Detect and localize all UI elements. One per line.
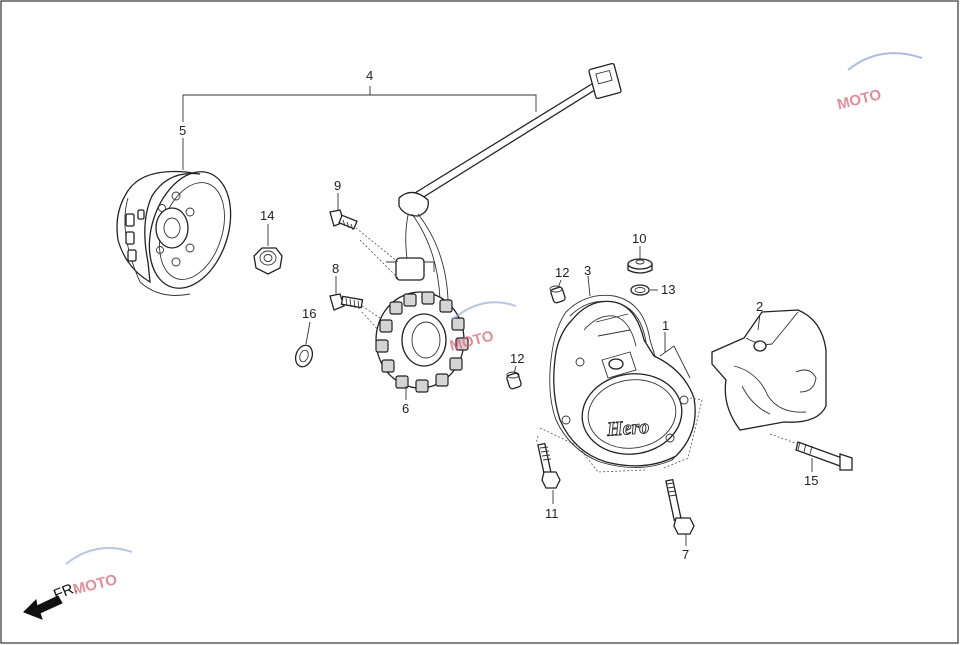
callout-12-upper: 12 bbox=[555, 265, 569, 280]
callout-6: 6 bbox=[402, 401, 409, 416]
callout-15: 15 bbox=[804, 473, 818, 488]
part-12-dowel-pin-lower bbox=[506, 371, 522, 390]
front-arrow-icon bbox=[23, 595, 63, 620]
part-1-crankcase-cover: Hero bbox=[553, 300, 696, 467]
part-13-o-ring bbox=[630, 284, 650, 296]
callout-16: 16 bbox=[302, 306, 316, 321]
callout-11: 11 bbox=[545, 506, 559, 521]
part-11-bolt bbox=[537, 442, 561, 489]
svg-text:MOTO: MOTO bbox=[71, 571, 119, 598]
part-8-bolt bbox=[329, 293, 364, 311]
part-2-sprocket-cover bbox=[711, 309, 827, 431]
callout-1: 1 bbox=[662, 318, 669, 333]
callout-4: 4 bbox=[366, 68, 373, 83]
part-12-dowel-pin-upper bbox=[549, 285, 566, 304]
callout-labels: 1 2 3 4 5 6 7 8 9 10 11 12 12 13 14 15 1… bbox=[179, 68, 818, 562]
callout-13: 13 bbox=[661, 282, 675, 297]
part-14-flange-nut bbox=[253, 247, 283, 275]
callout-5: 5 bbox=[179, 123, 186, 138]
callout-14: 14 bbox=[260, 208, 274, 223]
callout-3: 3 bbox=[584, 263, 591, 278]
callout-2: 2 bbox=[756, 299, 763, 314]
part-5-flywheel-rotor bbox=[116, 170, 232, 296]
part-16-washer bbox=[294, 344, 314, 368]
callout-9: 9 bbox=[334, 178, 341, 193]
hero-logo: Hero bbox=[605, 416, 650, 441]
callout-10: 10 bbox=[632, 231, 646, 246]
callout-12-lower: 12 bbox=[510, 351, 524, 366]
watermark-bottom-left: MOTO bbox=[65, 547, 133, 598]
part-15-bolt bbox=[795, 441, 853, 471]
callout-7: 7 bbox=[682, 547, 689, 562]
svg-text:MOTO: MOTO bbox=[836, 86, 884, 113]
part-10-plug bbox=[627, 258, 653, 274]
part-6-stator bbox=[375, 291, 469, 393]
watermark-top-right: MOTO bbox=[836, 52, 923, 113]
callout-8: 8 bbox=[332, 261, 339, 276]
part-9-bolt bbox=[329, 209, 358, 231]
part-7-bolt bbox=[665, 478, 695, 535]
